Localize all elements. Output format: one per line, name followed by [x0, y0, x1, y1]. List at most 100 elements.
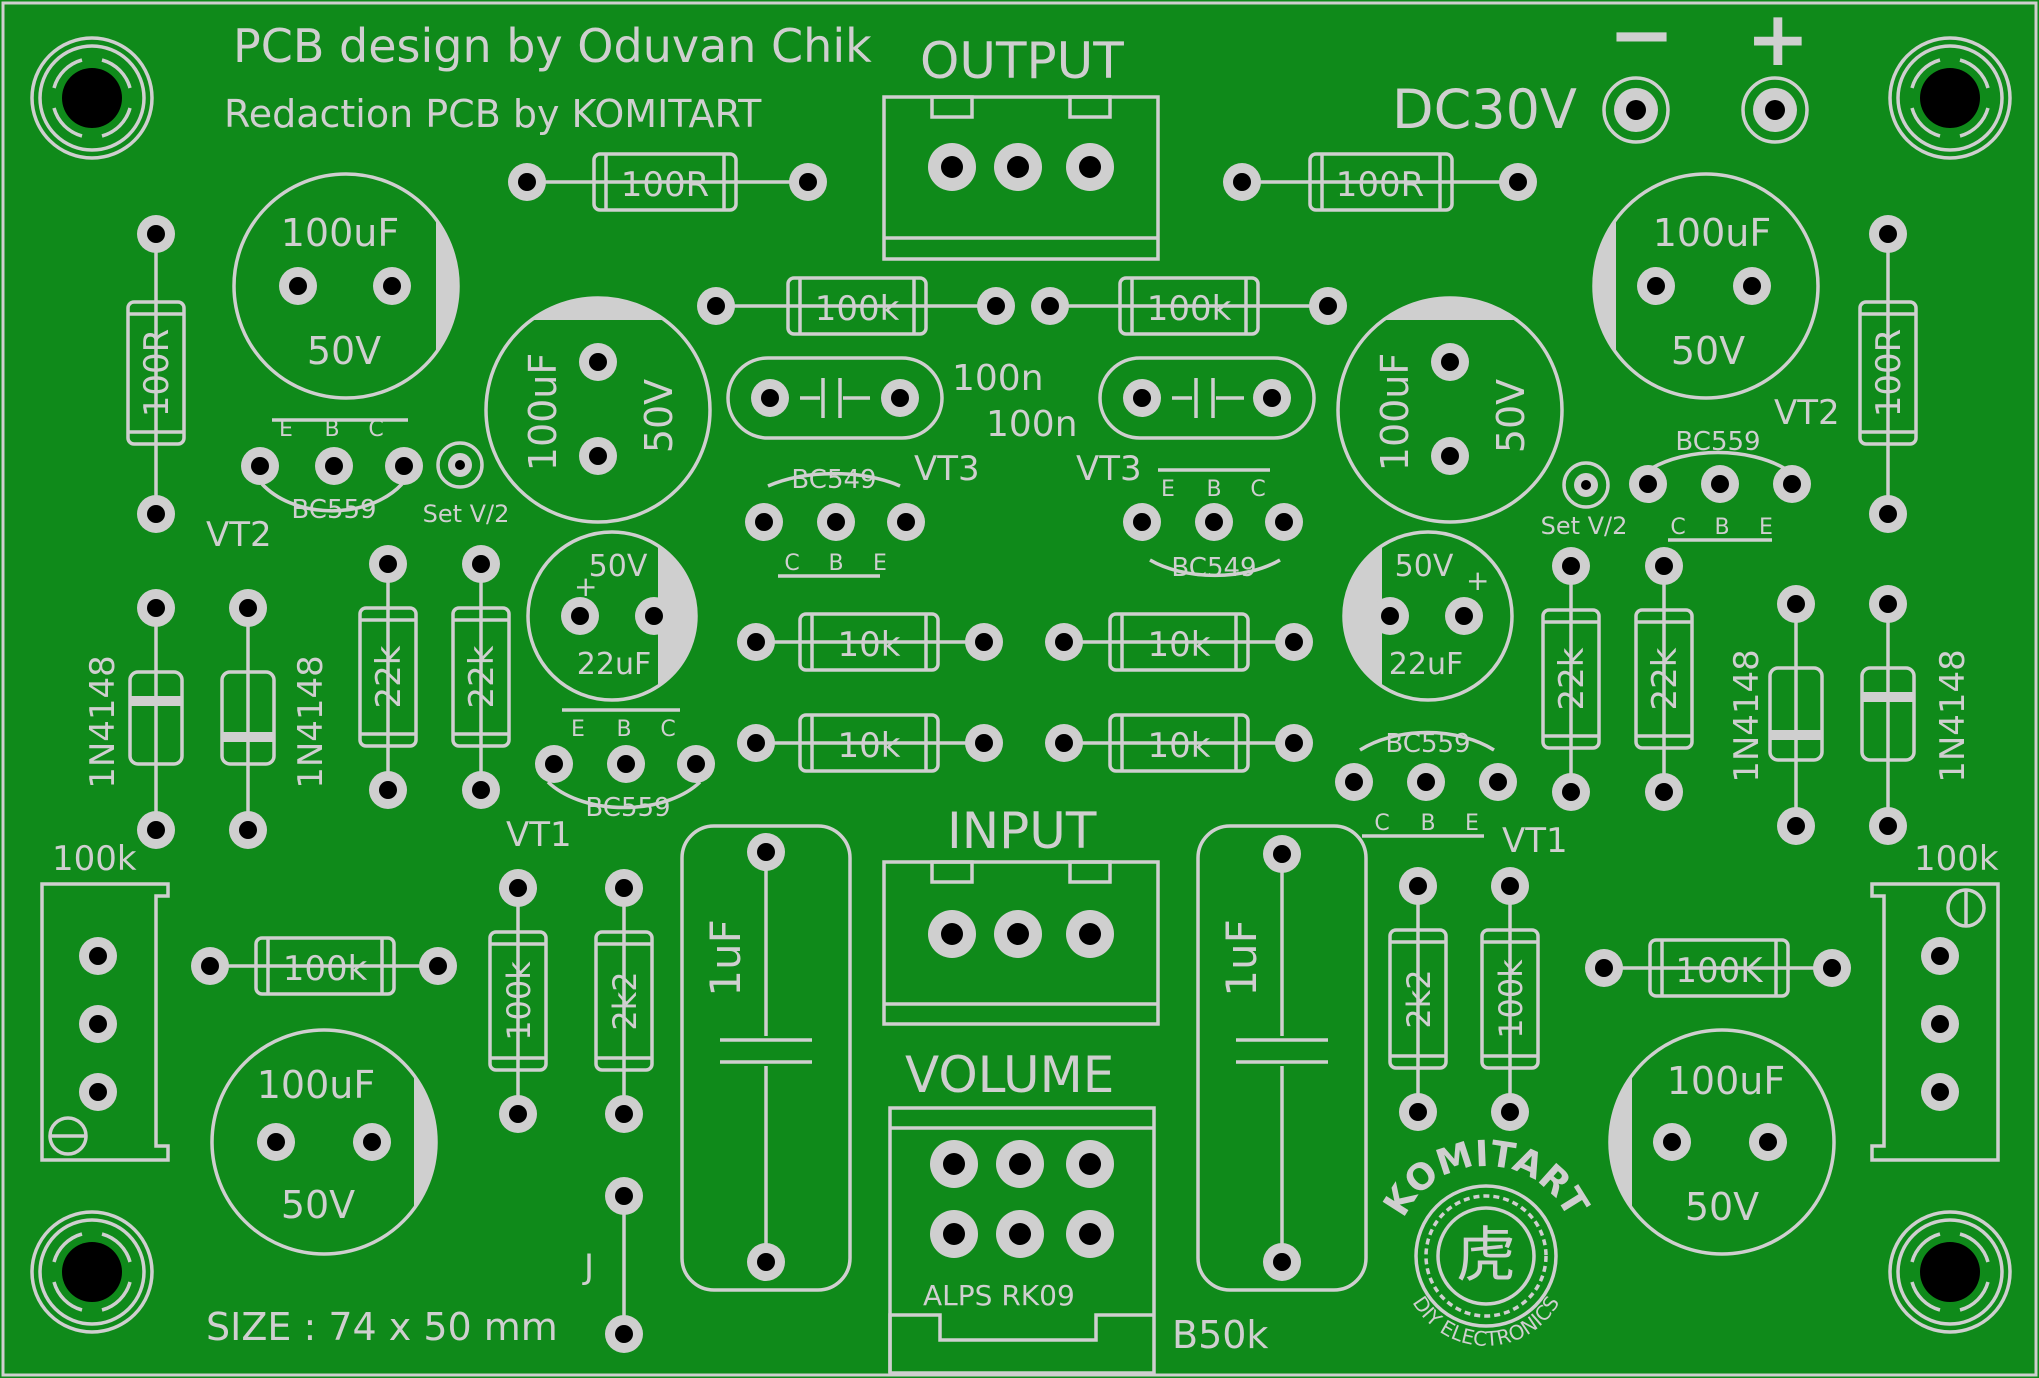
vt1-left-pin-b: B — [616, 717, 631, 742]
vt2-right-label: VT2 — [1774, 393, 1840, 433]
cap-100n-right — [1098, 356, 1316, 440]
input-connector — [882, 860, 1160, 1026]
resistor-100k-bottom-left — [191, 936, 457, 996]
resistor-100r-top-right — [1223, 152, 1537, 212]
resistor-100k-center-right — [1031, 276, 1347, 336]
resistor-100k-center-right-label: 100k — [1147, 289, 1232, 329]
cap-100uf-mid-left — [484, 296, 712, 524]
resistor-22k-1 — [358, 545, 418, 809]
diode-3-label: 1N4148 — [1727, 649, 1767, 783]
cap-100n-right-label: 100n — [986, 404, 1078, 445]
vt3-left-label: VT3 — [914, 449, 980, 489]
setv2-right-label: Set V/2 — [1541, 512, 1628, 540]
vt2-right-pin-e: E — [1759, 515, 1773, 540]
resistor-100r-top-left-label: 100R — [621, 165, 710, 205]
testpoint-setv2-left — [436, 441, 484, 489]
cap-100uf-top-left-voltage: 50V — [307, 329, 381, 373]
diode-1-label: 1N4148 — [83, 655, 123, 789]
vt3-left-pin-e: E — [873, 551, 887, 576]
jumper-label: J — [582, 1247, 594, 1287]
resistor-22k-1-label: 22k — [369, 645, 409, 708]
vt3-left-pin-c: C — [784, 551, 799, 576]
board-size-text: SIZE : 74 x 50 mm — [206, 1305, 558, 1349]
vt2-left-pin-c: C — [368, 417, 383, 442]
vt2-right-part: BC559 — [1675, 427, 1760, 457]
resistor-100r-right-vertical-label: 100R — [1869, 329, 1909, 418]
diode-2 — [220, 589, 276, 849]
testpoint-setv2-right — [1562, 461, 1610, 509]
resistor-2k2-left — [594, 869, 654, 1133]
cap-22uf-left-plus: + — [574, 570, 597, 603]
resistor-100k-center-left — [697, 276, 1015, 336]
resistor-100k-bottom-right-label: 100K — [1675, 951, 1764, 991]
cap-100uf-bottom-right-value: 100uF — [1667, 1059, 1785, 1103]
resistor-100r-left-vertical — [126, 215, 186, 533]
transistor-vt1-right — [1335, 730, 1517, 838]
power-pad-minus — [1602, 76, 1670, 144]
cap-100uf-mid-right-voltage: 50V — [1489, 379, 1533, 453]
diode-4 — [1860, 585, 1916, 845]
cap-100uf-mid-left-voltage: 50V — [637, 379, 681, 453]
diode-4-label: 1N4148 — [1933, 649, 1973, 783]
resistor-22k-4-label: 22k — [1645, 647, 1685, 710]
vt1-left-pin-e: E — [571, 717, 585, 742]
resistor-10k-1-label: 10k — [838, 625, 901, 665]
resistor-10k-3-label: 10k — [838, 726, 901, 766]
vt3-right-pin-b: B — [1206, 477, 1221, 502]
cap-100n-left-label: 100n — [952, 358, 1044, 399]
cap-1uf-right — [1196, 824, 1368, 1292]
resistor-22k-2 — [451, 545, 511, 809]
resistor-100r-right-vertical — [1858, 215, 1918, 533]
vt1-right-pin-b: B — [1420, 811, 1435, 836]
vt2-left-pin-e: E — [279, 417, 293, 442]
resistor-22k-2-label: 22k — [462, 645, 502, 708]
transistor-vt2-right — [1629, 450, 1811, 542]
resistor-22k-3-label: 22k — [1552, 647, 1592, 710]
vt3-left-pin-b: B — [828, 551, 843, 576]
cap-22uf-right-value: 22uF — [1389, 647, 1463, 682]
logo-glyph: 虎 — [1456, 1221, 1516, 1291]
resistor-2k2-left-label: 2k2 — [606, 971, 644, 1030]
vt1-left-part: BC559 — [585, 793, 670, 823]
vt2-right-pin-b: B — [1714, 515, 1729, 540]
resistor-10k-2-label: 10k — [1148, 625, 1211, 665]
resistor-100r-left-vertical-label: 100R — [137, 329, 177, 418]
cap-100uf-bottom-right — [1608, 1028, 1836, 1256]
transistor-vt3-left — [745, 471, 925, 578]
resistor-100r-top-left — [508, 152, 827, 212]
cap-100uf-mid-right-value: 100uF — [1373, 353, 1417, 471]
resistor-100k-vertical-left — [488, 869, 548, 1133]
cap-22uf-left — [526, 530, 698, 702]
cap-100uf-top-right-value: 100uF — [1653, 211, 1771, 255]
resistor-10k-3 — [737, 713, 1003, 773]
vt3-right-label: VT3 — [1076, 449, 1142, 489]
output-label: OUTPUT — [920, 32, 1124, 90]
title-line2: Redaction PCB by KOMITART — [224, 92, 762, 136]
resistor-10k-4-label: 10k — [1148, 726, 1211, 766]
transistor-vt2-left — [241, 418, 423, 513]
cap-1uf-right-label: 1uF — [1217, 919, 1266, 997]
trimmer-100k-right — [1870, 882, 2000, 1162]
resistor-100k-center-left-label: 100k — [815, 289, 900, 329]
setv2-left-label: Set V/2 — [423, 500, 510, 528]
resistor-100k-vertical-left-label: 100k — [500, 961, 538, 1041]
vt2-left-pin-b: B — [324, 417, 339, 442]
resistor-100k-vertical-right — [1480, 867, 1540, 1131]
resistor-10k-4 — [1045, 713, 1313, 773]
resistor-100k-bottom-right — [1585, 938, 1851, 998]
cap-22uf-right-plus: + — [1466, 564, 1489, 597]
cap-1uf-left — [680, 824, 852, 1292]
cap-100uf-mid-left-value: 100uF — [521, 353, 565, 471]
cap-100n-left — [726, 356, 944, 440]
vt1-left-label: VT1 — [506, 815, 572, 855]
cap-100uf-top-right — [1592, 172, 1820, 400]
vt2-right-pin-c: C — [1670, 515, 1685, 540]
cap-100uf-bottom-left — [210, 1028, 438, 1256]
vt1-right-part: BC559 — [1385, 729, 1470, 759]
vt1-right-label: VT1 — [1502, 821, 1568, 861]
vt1-right-pin-e: E — [1465, 811, 1479, 836]
transistor-vt3-right — [1123, 468, 1303, 578]
